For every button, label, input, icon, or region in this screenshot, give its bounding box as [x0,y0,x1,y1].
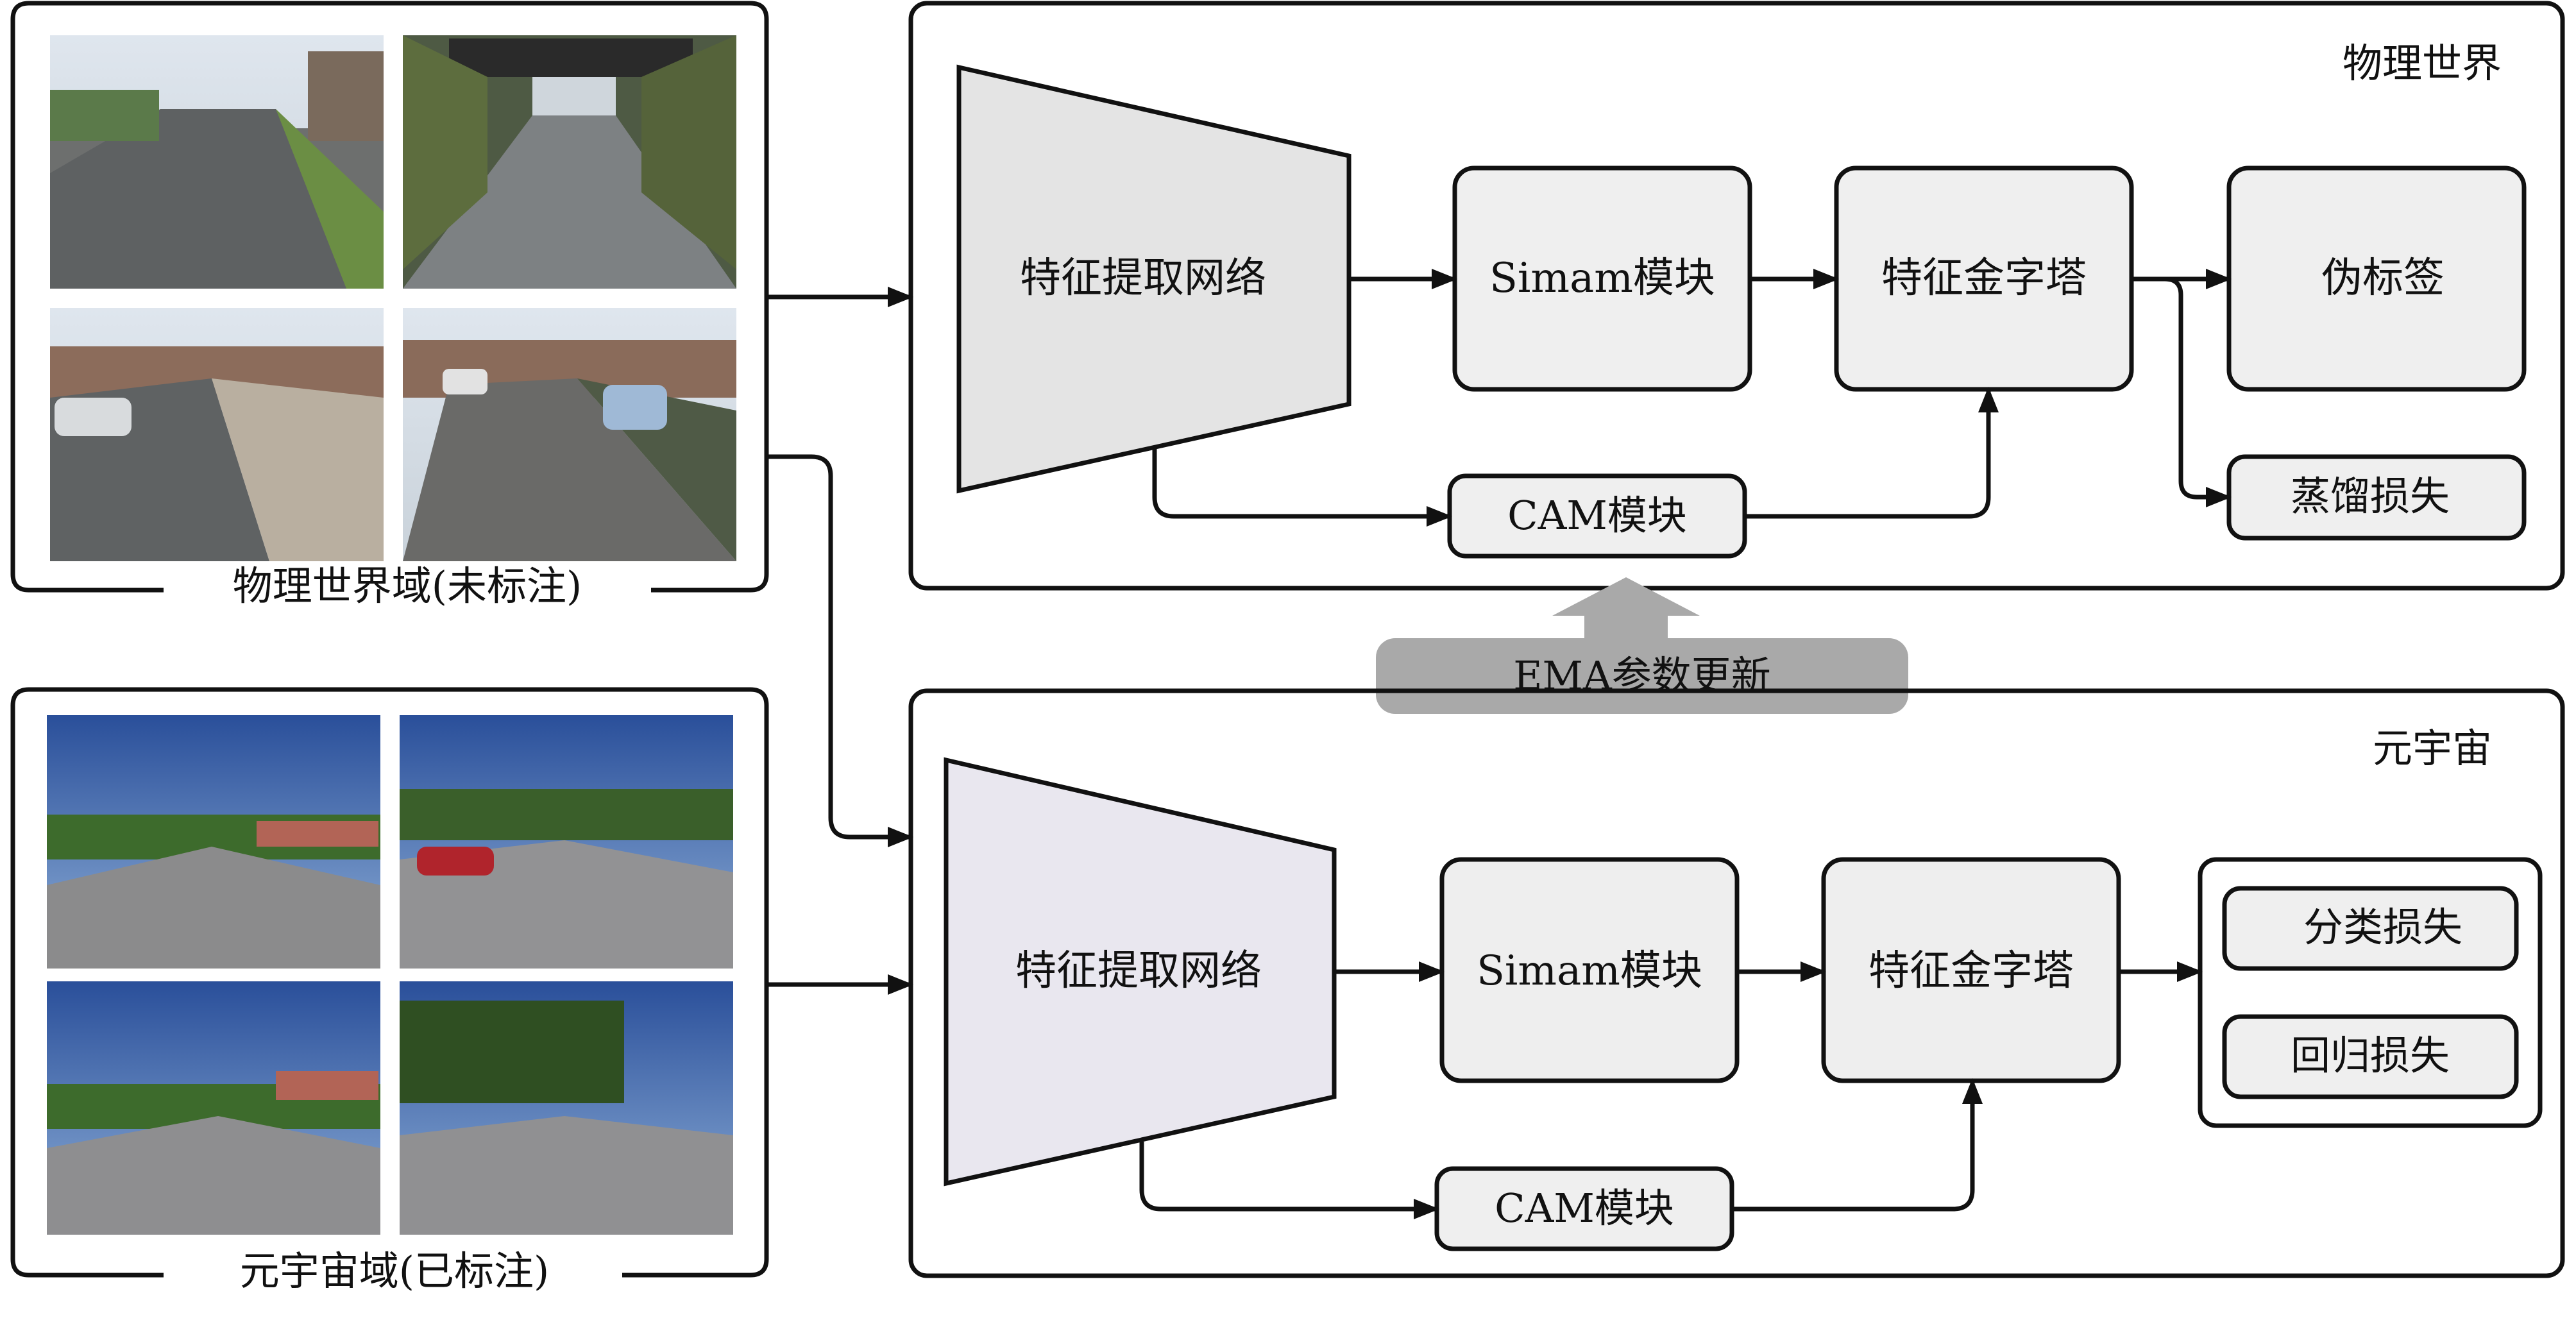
physical-images-frame [10,1,769,593]
physical-feature-extractor-label: 特征提取网络 [1020,255,1266,302]
metaverse-feature-extractor-label: 特征提取网络 [1015,947,1262,995]
metaverse-panel: 元宇宙 特征提取网络 Simam模块 特征金字塔 分类损失 回归损失 CAM模块 [908,688,2565,1278]
physical-pseudo-label: 伪标签 [2321,255,2445,302]
ema-update: EMA参数更新 [1376,577,1908,714]
metaverse-reg-loss-label: 回归损失 [2291,1032,2450,1079]
metaverse-images-frame [10,687,769,1278]
metaverse-cls-loss-label: 分类损失 [2303,904,2462,951]
metaverse-cam-label: CAM模块 [1495,1185,1674,1231]
arrow-cam-to-pyramid [1745,387,1999,519]
physical-world-panel: 物理世界 特征提取网络 Simam模块 特征金字塔 伪标签 蒸馏损失 CAM模块 [908,1,2565,591]
physical-distill-loss-label: 蒸馏损失 [2291,473,2450,520]
physical-panel-label: 物理世界 [2343,40,2502,87]
physical-pyramid-label: 特征金字塔 [1881,255,2087,302]
arrow-extractor-to-cam [1152,449,1452,527]
physical-cam-label: CAM模块 [1507,492,1687,539]
metaverse-feature-extractor-block [944,757,1337,1187]
metaverse-pyramid-label: 特征金字塔 [1868,947,2074,995]
arrow-pyramid-to-distill-loss [2131,276,2232,507]
arrow-m-extractor-to-cam [1139,1142,1439,1219]
physical-road-photo-2 [403,35,736,289]
metaverse-cls-loss-box [2222,886,2519,971]
metaverse-images-label: 元宇宙域(已标注) [240,1248,549,1294]
physical-feature-extractor-block [956,64,1352,494]
ema-up-arrow-icon [1552,577,1700,641]
metaverse-road-render-1 [47,715,380,969]
physical-images-label: 物理世界域(未标注) [233,563,582,609]
metaverse-panel-label: 元宇宙 [2373,725,2492,772]
physical-road-photo-3 [50,308,384,561]
physical-simam-label: Simam模块 [1489,255,1715,302]
metaverse-images-group: 元宇宙域(已标注) [10,687,769,1294]
physical-road-photo-4 [403,308,736,561]
metaverse-simam-label: Simam模块 [1477,947,1702,995]
physical-road-photo-1 [50,35,384,289]
physical-images-group: 物理世界域(未标注) [10,1,769,609]
ema-update-box [1376,638,1908,714]
metaverse-road-render-2 [400,715,733,969]
arrow-m-cam-to-pyramid [1732,1078,1983,1212]
metaverse-road-render-4 [400,981,733,1235]
arrow-physical-images-to-metaverse-panel [767,454,913,847]
metaverse-road-render-3 [47,981,380,1235]
metaverse-reg-loss-box [2222,1014,2519,1099]
